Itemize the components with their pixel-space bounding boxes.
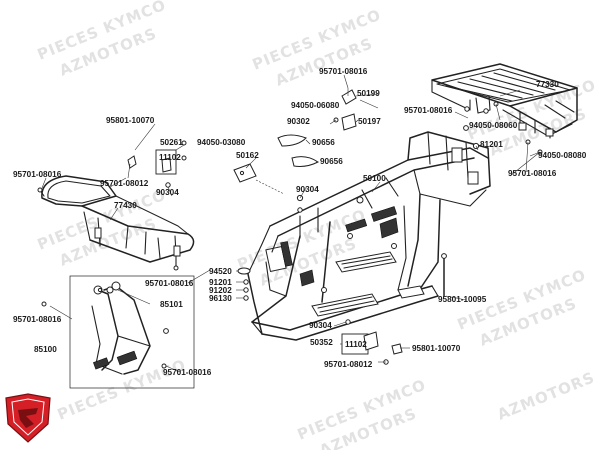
part-label-50261[interactable]: 50261 — [160, 138, 183, 147]
part-label-95801-10070[interactable]: 95801-10070 — [106, 116, 155, 125]
part-label-95701-08012[interactable]: 95701-08012 — [324, 360, 373, 369]
part-label-90304[interactable]: 90304 — [156, 188, 179, 197]
part-label-90656[interactable]: 90656 — [320, 157, 343, 166]
rack-bracket — [518, 122, 527, 131]
part-label-77430[interactable]: 77430 — [114, 201, 137, 210]
part-label-95801-10095[interactable]: 95801-10095 — [438, 295, 487, 304]
part-label-94050-08060[interactable]: 94050-08060 — [469, 121, 518, 130]
part-label-90304[interactable]: 90304 — [296, 185, 319, 194]
fasteners — [37, 88, 543, 369]
part-label-95701-08016[interactable]: 95701-08016 — [508, 169, 557, 178]
part-label-90304[interactable]: 90304 — [309, 321, 332, 330]
front-guard-box — [69, 275, 195, 389]
part-label-81201[interactable]: 81201 — [480, 140, 503, 149]
leader-lines — [41, 74, 541, 373]
rack-bracket — [545, 128, 554, 137]
part-label-94050-08080[interactable]: 94050-08080 — [538, 151, 587, 160]
part-label-50197[interactable]: 50197 — [358, 117, 381, 126]
part-label-94050-03080[interactable]: 94050-03080 — [197, 138, 246, 147]
part-label-50162[interactable]: 50162 — [236, 151, 259, 160]
part-label-96130[interactable]: 96130 — [209, 294, 232, 303]
part-label-95701-08016[interactable]: 95701-08016 — [163, 368, 212, 377]
part-label-91202[interactable]: 91202 — [209, 286, 232, 295]
part-label-95801-10070[interactable]: 95801-10070 — [412, 344, 461, 353]
part-label-50352[interactable]: 50352 — [310, 338, 333, 347]
part-label-95701-08016[interactable]: 95701-08016 — [319, 67, 368, 76]
part-label-50199[interactable]: 50199 — [357, 89, 380, 98]
strap-90656 — [291, 156, 319, 167]
shield-logo-icon — [5, 393, 51, 443]
part-label-94050-06080[interactable]: 94050-06080 — [291, 101, 340, 110]
part-label-95701-08016[interactable]: 95701-08016 — [404, 106, 453, 115]
part-label-95701-08016[interactable]: 95701-08016 — [13, 170, 62, 179]
part-label-11102[interactable]: 11102 — [345, 340, 367, 349]
watermark-layer: PIECES KYMCO AZMOTORS PIECES KYMCO AZMOT… — [35, 0, 599, 450]
part-label-85101[interactable]: 85101 — [160, 300, 183, 309]
part-label-77330[interactable]: 77330 — [536, 80, 559, 89]
part-label-85100[interactable]: 85100 — [34, 345, 57, 354]
main-frame — [247, 131, 491, 341]
part-labels[interactable]: 95701-08016 50199 77330 94050-06080 9570… — [13, 67, 587, 377]
watermark-text: AZMOTORS — [495, 368, 598, 423]
part-label-11102[interactable]: 11102 — [159, 153, 181, 162]
part-label-90302[interactable]: 90302 — [287, 117, 310, 126]
part-label-50100[interactable]: 50100 — [363, 174, 386, 183]
strap-90656 — [277, 134, 307, 147]
part-label-95701-08016[interactable]: 95701-08016 — [145, 279, 194, 288]
part-label-95701-08016[interactable]: 95701-08016 — [13, 315, 62, 324]
rear-carrier-rack — [431, 63, 578, 139]
front-carrier-rack — [41, 175, 195, 271]
part-label-91201[interactable]: 91201 — [209, 278, 232, 287]
watermark-text: PIECES KYMCO — [55, 356, 189, 424]
front-guard-assembly — [69, 275, 195, 389]
part-label-94520[interactable]: 94520 — [209, 267, 232, 276]
part-label-95701-08012[interactable]: 95701-08012 — [100, 179, 149, 188]
part-label-90656[interactable]: 90656 — [312, 138, 335, 147]
